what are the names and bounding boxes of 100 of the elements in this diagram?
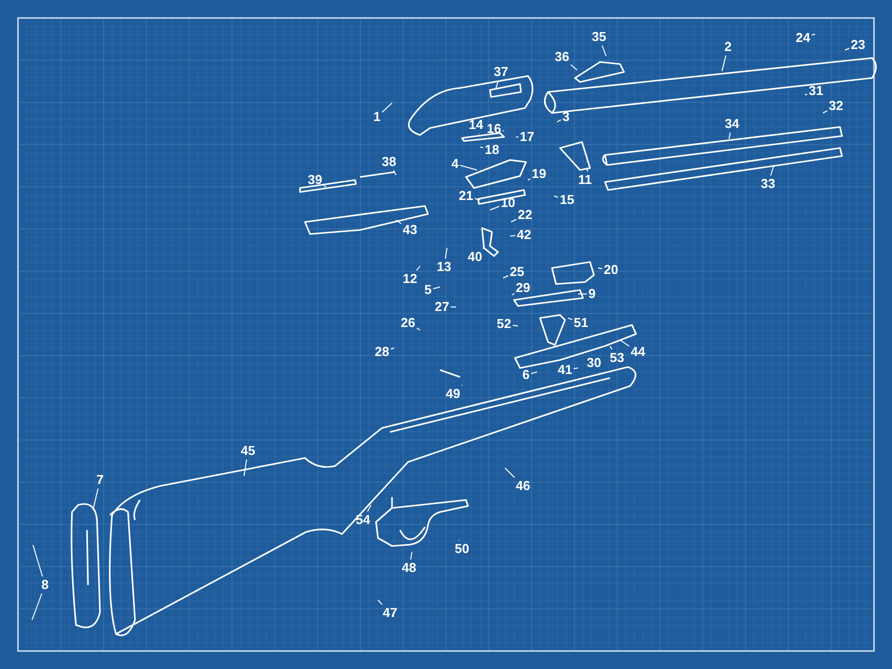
callout-number: 4 [451, 157, 459, 171]
leader-line [804, 94, 808, 96]
leader-line [323, 185, 326, 188]
leader-line [620, 340, 630, 347]
callout-number: 37 [494, 65, 508, 79]
callout-number: 42 [516, 228, 532, 242]
callout-number: 12 [402, 272, 418, 286]
callout-number: 34 [724, 117, 740, 131]
leader-line [382, 102, 392, 113]
callout-number: 1 [373, 110, 381, 124]
leader-line [32, 593, 42, 620]
callout-number: 22 [518, 208, 532, 222]
leader-line [556, 119, 562, 122]
leader-line [770, 164, 774, 176]
callout-number: 43 [402, 223, 418, 237]
leader-line [570, 64, 578, 70]
leader-line [444, 248, 448, 259]
leader-line [811, 34, 816, 36]
callout-number: 19 [532, 167, 546, 181]
callout-number: 2 [724, 40, 732, 54]
callout-number: 3 [562, 110, 570, 124]
callout-number: 36 [554, 50, 570, 64]
leader-line [432, 286, 440, 290]
callout-number: 24 [796, 31, 810, 45]
leader-line [92, 488, 99, 510]
callout-number: 27 [434, 300, 450, 314]
leader-line [602, 45, 606, 56]
leader-line [460, 164, 478, 170]
leader-line [416, 266, 420, 271]
callout-number: 46 [516, 479, 530, 493]
callout-number: 53 [610, 351, 624, 365]
leader-line [244, 459, 248, 476]
leader-line [450, 306, 456, 308]
leader-line [367, 504, 372, 512]
leader-line [510, 218, 517, 222]
leader-line [516, 136, 519, 138]
leader-line [474, 198, 480, 200]
leader-line [573, 368, 578, 370]
leader-line [822, 110, 828, 114]
leader-line [598, 268, 603, 270]
callout-number: 6 [522, 368, 530, 382]
callout-number: 5 [424, 283, 432, 297]
callout-number: 14 [468, 118, 484, 132]
callout-number: 39 [308, 173, 322, 187]
callout-number: 35 [592, 30, 606, 44]
leader-line [512, 293, 515, 296]
leader-line [504, 468, 515, 478]
callout-number: 47 [382, 606, 398, 620]
callout-number: 7 [96, 473, 104, 487]
callout-number: 29 [516, 281, 530, 295]
callout-number: 32 [828, 99, 844, 113]
callout-number: 48 [402, 561, 416, 575]
callout-number: 41 [558, 363, 572, 377]
leader-line [844, 48, 850, 50]
callout-number: 23 [850, 38, 866, 52]
callout-number: 33 [760, 177, 776, 191]
leader-line [610, 346, 613, 350]
callout-number: 16 [486, 122, 502, 136]
callout-number: 31 [808, 84, 824, 98]
callout-number: 49 [446, 387, 460, 401]
leader-line [410, 552, 412, 560]
callout-number: 11 [578, 173, 592, 187]
callout-number: 30 [586, 356, 602, 370]
leader-line [416, 328, 420, 330]
callout-number: 25 [510, 265, 524, 279]
leader-line [510, 235, 516, 236]
callout-number: 21 [458, 189, 474, 203]
leader-line [512, 324, 518, 326]
callout-number: 45 [240, 444, 256, 458]
leader-line [496, 80, 499, 88]
leader-line [480, 146, 484, 148]
callout-number: 13 [436, 260, 452, 274]
leader-line [390, 348, 394, 350]
leader-line [396, 220, 402, 224]
callout-number: 50 [454, 542, 470, 556]
callout-number: 28 [374, 345, 390, 359]
callout-number: 38 [382, 155, 396, 169]
callout-number: 17 [520, 130, 534, 144]
leader-line [722, 55, 726, 72]
leader-line [393, 170, 396, 176]
leader-line [586, 168, 588, 172]
leader-line [530, 372, 538, 374]
leader-line [32, 544, 43, 577]
callout-number: 18 [484, 143, 500, 157]
leader-line [528, 178, 531, 180]
leader-line [502, 275, 509, 278]
leader-line [378, 600, 383, 605]
callout-number: 52 [496, 317, 512, 331]
leader-line [568, 318, 573, 320]
callout-number: 26 [400, 316, 416, 330]
callout-number: 8 [41, 578, 49, 592]
leader-line [502, 130, 504, 132]
callout-number: 51 [574, 316, 588, 330]
callout-number: 40 [468, 250, 482, 264]
callout-number: 9 [588, 287, 596, 301]
leader-line [554, 196, 559, 198]
callout-number: 20 [604, 263, 618, 277]
callout-number: 44 [630, 345, 646, 359]
leader-line [490, 206, 500, 210]
leader-line [482, 246, 484, 249]
